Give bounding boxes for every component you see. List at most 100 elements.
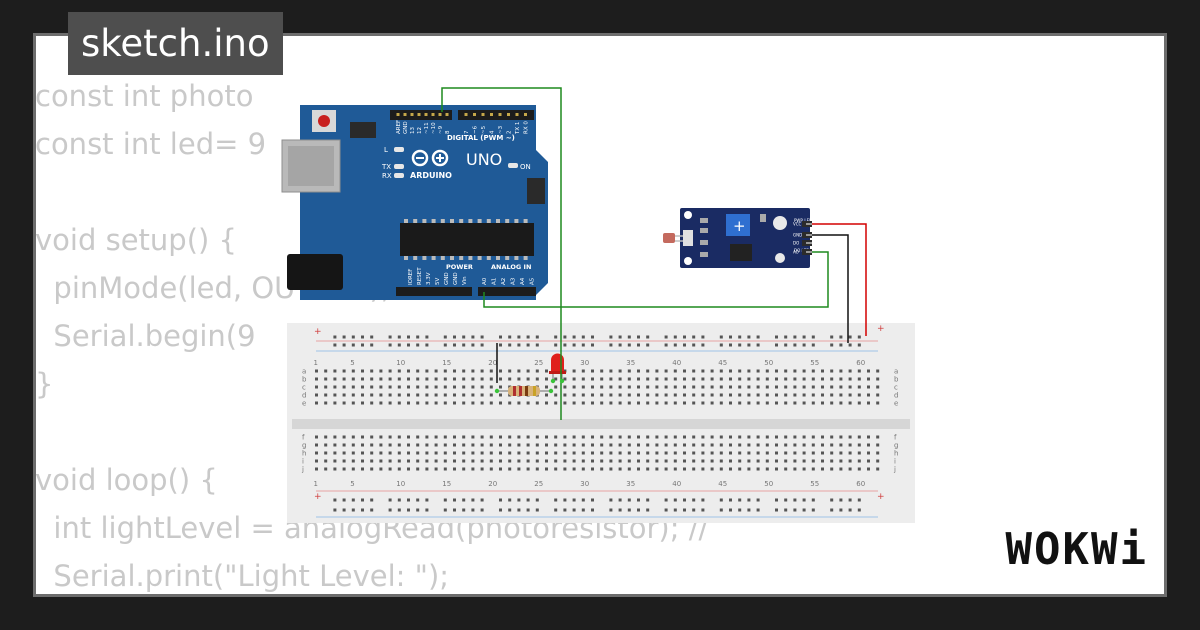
rail-hole (719, 343, 723, 347)
breadboard-hole (830, 467, 834, 471)
rail-hole (830, 508, 834, 512)
breadboard-hole (462, 369, 466, 373)
breadboard-hole (379, 451, 383, 455)
header-pin[interactable] (403, 113, 407, 116)
breadboard-hole (471, 377, 475, 381)
header-pin[interactable] (464, 113, 468, 116)
header-pin[interactable] (507, 113, 510, 116)
breadboard-hole (821, 467, 824, 471)
header-pin[interactable] (498, 113, 502, 116)
header-pin[interactable] (481, 113, 485, 116)
rail-hole (480, 498, 484, 502)
rail-hole (361, 508, 364, 512)
wire-sensor-gnd[interactable] (812, 234, 849, 343)
header-pin[interactable] (524, 113, 527, 116)
breadboard-hole (655, 393, 659, 397)
header-pin[interactable] (396, 113, 400, 116)
column-number: 15 (442, 480, 451, 488)
breadboard-hole (462, 467, 466, 471)
breadboard-hole (572, 377, 576, 381)
breadboard-hole (756, 467, 760, 471)
breadboard-hole (637, 435, 640, 439)
breadboard-hole (462, 401, 466, 405)
rail-hole (701, 508, 705, 512)
breadboard-hole (563, 459, 567, 463)
rail-hole (664, 498, 668, 502)
rail-hole (453, 335, 456, 339)
breadboard-hole (388, 435, 392, 439)
row-letter: c (894, 384, 898, 392)
breadboard-hole (683, 467, 686, 471)
column-number: 20 (488, 359, 497, 367)
reset-button[interactable] (318, 115, 330, 127)
rail-hole (729, 498, 732, 502)
breadboard-hole (609, 443, 613, 447)
rail-hole (637, 508, 640, 512)
header-pin[interactable] (515, 113, 519, 116)
breadboard-hole (839, 393, 843, 397)
breadboard-hole (756, 385, 760, 389)
row-letter: d (302, 392, 306, 400)
breadboard-hole (719, 385, 723, 389)
smd-resistor (700, 240, 708, 245)
header-pin[interactable] (431, 113, 435, 116)
rail-hole (407, 498, 410, 502)
header-pin[interactable] (438, 113, 442, 116)
column-number: 5 (350, 359, 354, 367)
digital-pin-label: 12 (417, 127, 423, 134)
breadboard-hole (701, 467, 705, 471)
breadboard-hole (591, 459, 594, 463)
rail-hole (535, 508, 539, 512)
header-pin[interactable] (490, 113, 493, 116)
breadboard-hole (784, 393, 788, 397)
sensor-pin-label: AO (793, 250, 799, 255)
wire-pin9-to-breadboard[interactable] (441, 87, 562, 420)
breadboard-hole (747, 401, 751, 405)
breadboard-hole (876, 369, 880, 373)
breadboard-hole (701, 451, 705, 455)
photoresistor-ldr (663, 233, 675, 243)
chip-pin (404, 256, 408, 260)
rail-hole (775, 508, 778, 512)
wire-a0-to-sensor-ao[interactable] (483, 251, 829, 308)
rail-hole (784, 508, 788, 512)
breadboard-hole (830, 393, 834, 397)
header-pin[interactable] (410, 113, 414, 116)
file-tab[interactable]: sketch.ino (68, 12, 283, 75)
breadboard-hole (333, 393, 337, 397)
header-pin[interactable] (445, 113, 449, 116)
potentiometer[interactable] (726, 214, 750, 236)
rail-hole (793, 508, 797, 512)
column-number: 1 (314, 480, 318, 488)
code-line: Serial.begin(9 (35, 319, 256, 353)
breadboard-hole (618, 451, 622, 455)
power-pin-label: 5V (435, 278, 441, 285)
column-number: 45 (718, 480, 727, 488)
code-line: void setup() { (35, 223, 237, 257)
breadboard-hole (729, 451, 732, 455)
breadboard-hole (747, 459, 751, 463)
breadboard-hole (747, 435, 751, 439)
breadboard-hole (591, 467, 594, 471)
header-pin[interactable] (473, 113, 476, 116)
breadboard-hole (876, 467, 880, 471)
breadboard-hole (508, 443, 512, 447)
breadboard-hole (425, 435, 429, 439)
resistor[interactable] (497, 386, 551, 396)
breadboard-hole (471, 467, 475, 471)
header-pin[interactable] (424, 113, 428, 116)
breadboard-hole (397, 451, 401, 455)
breadboard-hole (627, 443, 631, 447)
rail-hole (618, 335, 622, 339)
breadboard-hole (876, 385, 880, 389)
breadboard-hole (379, 459, 383, 463)
rail-hole (775, 343, 778, 347)
wire-sensor-vcc[interactable] (812, 223, 867, 336)
breadboard-hole (683, 459, 686, 463)
header-pin[interactable] (417, 113, 421, 116)
rail-hole (342, 335, 346, 339)
breadboard-hole (618, 369, 622, 373)
breadboard-hole (618, 401, 622, 405)
